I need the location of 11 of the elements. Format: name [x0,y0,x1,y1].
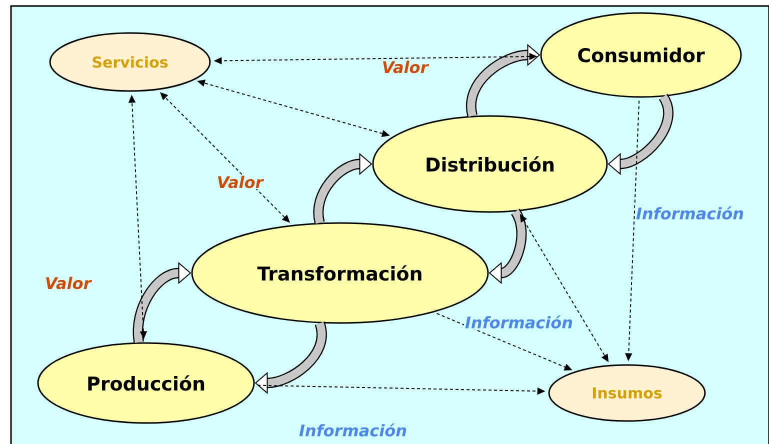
flow-label: Valor [380,60,430,74]
ellipse-node: Consumidor [540,12,742,98]
flow-label: Información [464,314,574,330]
flow-label: Información [298,422,408,438]
flow-label: Valor [216,174,264,190]
ellipse-node: Servicios [49,32,211,92]
ellipse-node: Producción [37,342,255,424]
ellipse-node: Distribución [372,115,608,213]
flow-label: Valor [44,276,92,290]
ellipse-node: Insumos [548,364,706,422]
flow-label: Información [635,205,745,220]
